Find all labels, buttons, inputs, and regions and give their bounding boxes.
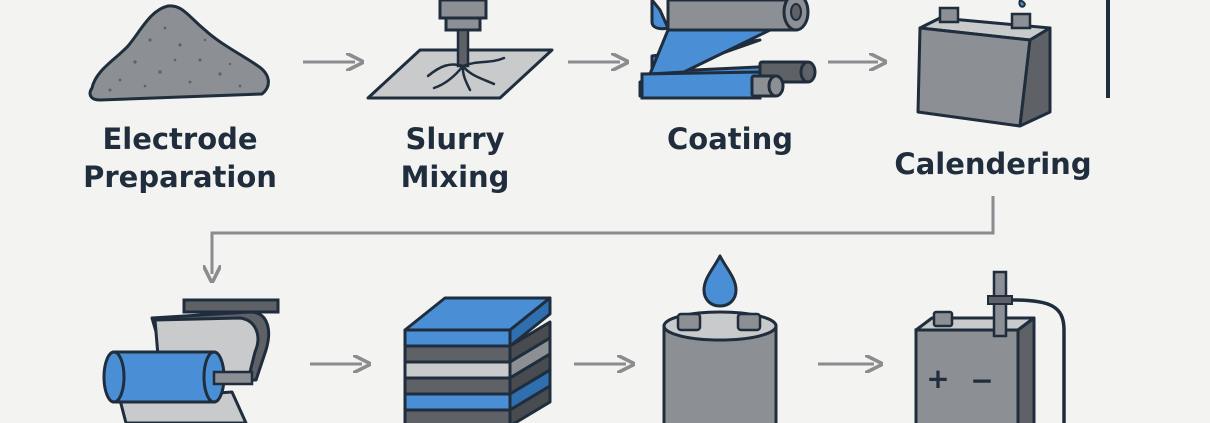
step-label-electrode-preparation: Electrode Preparation [80,120,280,196]
minus-symbol: − [970,364,993,397]
step-label-line: Calendering [894,147,1092,181]
step-label-line: Electrode [102,122,258,156]
step-label-slurry-mixing: Slurry Mixing [375,120,535,196]
coating-roller-icon [638,0,817,100]
electrode-stack-icon [403,296,552,423]
mixer-icon [366,0,554,100]
connector-arrow-icon [212,196,995,274]
step-label-calendering: Calendering [890,145,1096,183]
winding-roll-icon [102,298,280,423]
step-label-line: Mixing [400,160,510,194]
step-label-line: Preparation [83,160,277,194]
battery-terminal-icon [914,270,1066,423]
electrolyte-filling-icon [662,254,778,423]
step-label-line: Coating [667,122,793,156]
battery-cell-icon [916,0,1052,128]
plus-symbol: + [926,362,949,395]
step-label-coating: Coating [650,120,810,158]
step-label-line: Slurry [405,122,505,156]
powder-pile-icon [88,4,270,102]
